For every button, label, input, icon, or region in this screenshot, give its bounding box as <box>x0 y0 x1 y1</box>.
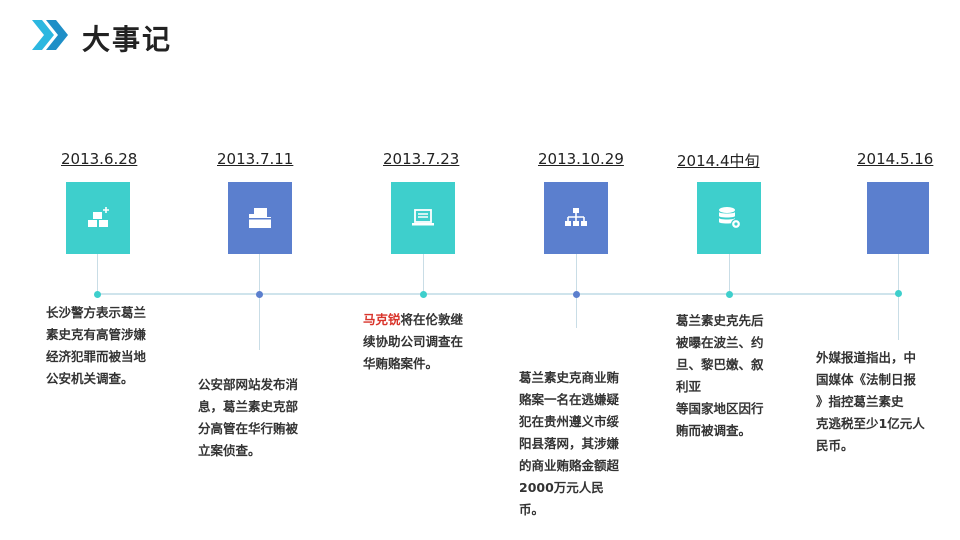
event-icon-box <box>228 182 292 254</box>
event-stem <box>423 254 424 294</box>
timeline-dot <box>726 291 733 298</box>
timeline-dot <box>573 291 580 298</box>
org-chart-icon <box>565 208 587 226</box>
double-chevron-logo-icon <box>32 20 68 50</box>
event-stem <box>898 254 899 340</box>
event-description: 长沙警方表示葛兰 素史克有高管涉嫌 经济犯罪而被当地 公安机关调查。 <box>46 305 147 386</box>
timeline-dot <box>256 291 263 298</box>
event-stem <box>97 254 98 294</box>
gold-bars-icon <box>88 207 109 227</box>
folder-document-icon <box>249 208 271 228</box>
event-icon-box <box>544 182 608 254</box>
timeline-axis <box>95 293 900 295</box>
timeline-dot <box>420 291 427 298</box>
event-description: 葛兰素史克商业贿 赂案一名在逃嫌疑 犯在贵州遵义市绥 阳县落网，其涉嫌 的商业贿… <box>519 370 620 517</box>
timeline-dot <box>94 291 101 298</box>
event-icon-box <box>391 182 455 254</box>
event-stem <box>729 254 730 294</box>
laptop-icon <box>412 209 434 226</box>
event-date: 2013.6.28 <box>61 150 138 168</box>
event-description: 马克锐将在伦敦继 续协助公司调查在 华贿赂案件。 <box>363 309 483 375</box>
event-stem <box>259 254 260 350</box>
event-date: 2014.4中旬 <box>677 152 760 170</box>
page-title: 大事记 <box>82 23 173 56</box>
event-description: 外媒报道指出，中 国媒体《法制日报 》指控葛兰素史 克逃税至少1亿元人 民币。 <box>816 350 925 453</box>
event-date: 2013.7.11 <box>217 150 294 168</box>
person-name-highlight: 马克锐 <box>363 312 401 327</box>
event-description: 公安部网站发布消 息，葛兰素史克部 分高管在华行贿被 立案侦查。 <box>198 377 299 458</box>
database-settings-icon <box>719 207 742 230</box>
event-date: 2014.5.16 <box>857 150 934 168</box>
timeline-dot <box>895 290 902 297</box>
event-description: 葛兰素史克先后 被曝在波兰、约 旦、黎巴嫩、叙 利亚 等国家地区因行 贿而被调查… <box>676 313 764 438</box>
event-icon-box <box>697 182 761 254</box>
event-date: 2013.10.29 <box>538 150 624 168</box>
event-description-text: 将在伦敦继 续协助公司调查在 华贿赂案件。 <box>363 312 464 371</box>
event-icon-box <box>867 182 929 254</box>
event-date: 2013.7.23 <box>383 150 460 168</box>
event-icon-box <box>66 182 130 254</box>
